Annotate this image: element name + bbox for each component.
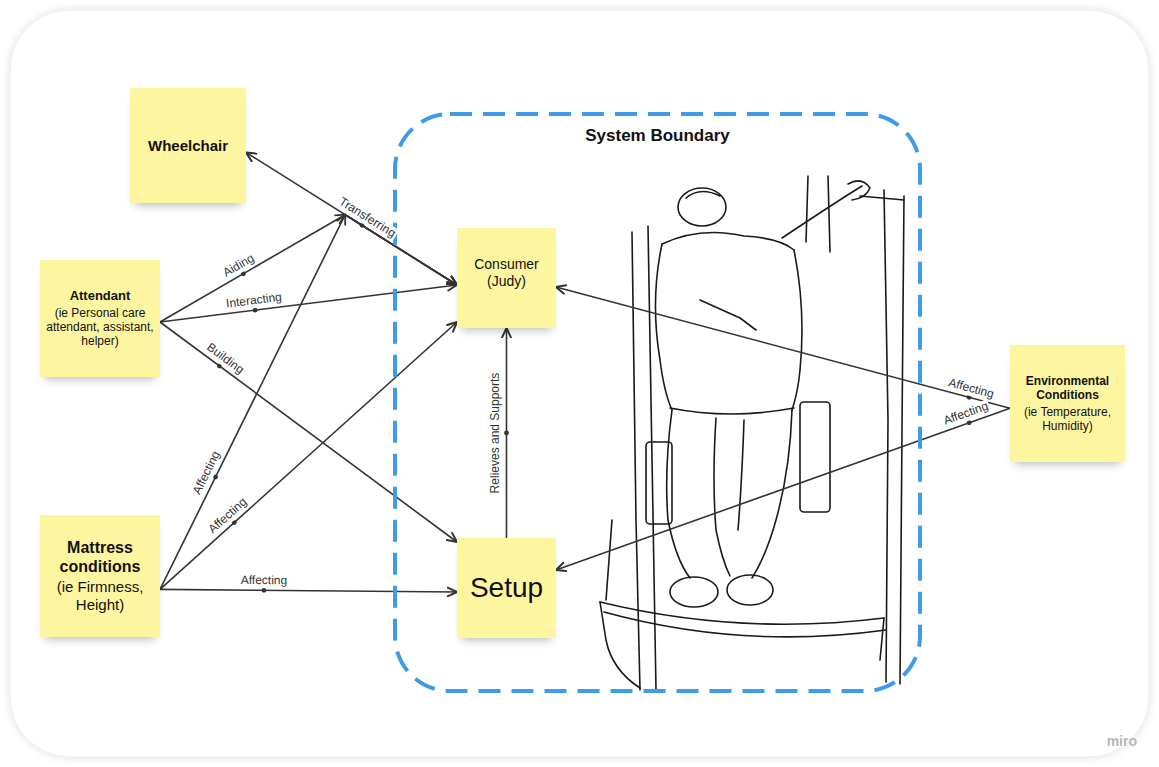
connector-arrow (160, 589, 457, 592)
note-body: (ie Temperature, Humidity) (1016, 405, 1119, 434)
sticky-note: Wheelchair (130, 88, 246, 203)
connector-arrow (556, 408, 1010, 570)
sticky-note: Attendant (ie Personal care attendant, as… (40, 260, 160, 377)
dashed-boundary (395, 114, 920, 691)
edge-label: Affecting (940, 399, 992, 429)
note-heading: Wheelchair (148, 137, 228, 155)
edge-dot (253, 308, 258, 313)
watermark: miro (1107, 733, 1137, 749)
edge-label: Building (202, 339, 248, 378)
boundary-title: System Boundary (393, 126, 922, 146)
edge-label: Affecting (205, 494, 252, 538)
note-heading: Consumer (Judy) (463, 256, 550, 290)
edge-dot (967, 420, 972, 425)
person-sketch (600, 176, 904, 690)
edge-label: Aiding (219, 251, 258, 282)
system-boundary: Consumer (Judy) Setup System Boundary (393, 112, 922, 693)
edge-label: Relieves and Supports (489, 371, 503, 496)
note-heading: Attendant (70, 288, 131, 304)
connector-arrow (160, 215, 457, 322)
canvas-frame (10, 10, 1149, 757)
connector-arrow (160, 322, 457, 542)
edge-label: Affecting (239, 574, 290, 588)
connector-arrow (160, 215, 457, 590)
sticky-note: Mattress conditions(ie Firmness, Height) (40, 515, 160, 637)
connector-arrow (160, 322, 457, 589)
sticky-note: Environmental Conditions(ie Temperature,… (1010, 345, 1125, 462)
sticky-note: Setup (457, 538, 556, 638)
edge-dot (504, 431, 509, 436)
edge-label: Affecting (190, 447, 225, 498)
junction-arrowhead (337, 215, 345, 225)
edge-label: Affecting (945, 375, 997, 401)
note-body: (ie Personal care attendant, assistant, … (46, 306, 154, 349)
note-body: (ie Firmness, Height) (46, 578, 154, 614)
edge-label: Interacting (223, 291, 284, 312)
note-heading: Environmental Conditions (1016, 374, 1119, 403)
edge-dot (213, 475, 218, 480)
edge-dot (262, 588, 267, 593)
sticky-note: Consumer (Judy) (457, 228, 556, 328)
connector-arrow (556, 287, 1010, 408)
note-heading: Mattress conditions (46, 538, 154, 576)
edge-label: Transferring (334, 194, 399, 242)
note-heading: Setup (470, 571, 543, 605)
